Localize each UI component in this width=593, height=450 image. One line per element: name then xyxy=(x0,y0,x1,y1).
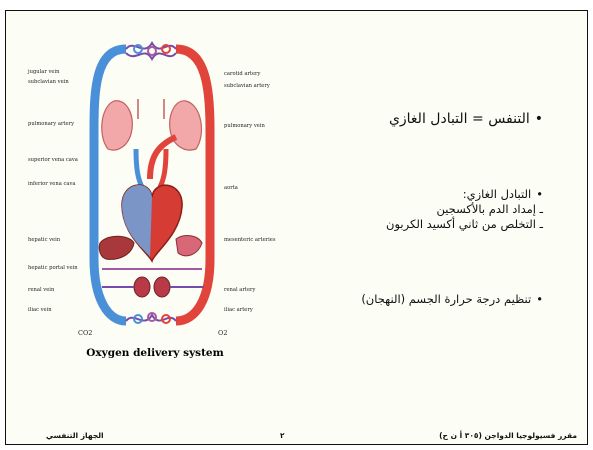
label-carotid-artery: carotid artery xyxy=(224,71,261,77)
label-renal-vein: renal vein xyxy=(28,287,55,293)
bullet-gas-exchange-title: • التبادل الغازي: xyxy=(386,187,543,201)
bullet-respiration: • التنفس = التبادل الغازي xyxy=(389,111,543,127)
label-subclavian-vein: subclavian vein xyxy=(28,79,69,85)
kidney-left xyxy=(134,277,150,297)
kidney-right xyxy=(154,277,170,297)
label-superior-vena-cava: superior vena cava xyxy=(28,157,78,163)
vena-cava xyxy=(136,149,142,187)
label-aorta: aorta xyxy=(224,185,238,191)
bullet-respiration-text: التنفس = التبادل الغازي xyxy=(389,111,530,127)
label-hepatic-vein: hepatic vein xyxy=(28,237,61,243)
bullet-thermoregulation: • تنظيم درجة حرارة الجسم (النهجان) xyxy=(361,292,543,306)
slide-footer: الجهاز التنفسي ٢ مقرر فسيولوجيا الدواجن … xyxy=(6,431,587,444)
bullet-thermoregulation-text: تنظيم درجة حرارة الجسم (النهجان) xyxy=(361,292,531,306)
footer-section-title: الجهاز التنفسي xyxy=(46,431,104,440)
label-hepatic-portal-vein: hepatic portal vein xyxy=(28,265,78,271)
label-subclavian-artery: subclavian artery xyxy=(224,83,270,89)
circulatory-diagram-svg: jugular vein subclavian vein pulmonary a… xyxy=(26,29,284,341)
label-iliac-vein: iliac vein xyxy=(28,307,52,313)
bullet-dot: • xyxy=(536,292,543,306)
label-co2: CO2 xyxy=(78,329,92,337)
figure-caption: Oxygen delivery system xyxy=(26,347,284,359)
vein-loop xyxy=(94,49,126,321)
lung-right xyxy=(170,101,202,150)
label-inferior-vena-cava: inferior vena cava xyxy=(28,181,76,187)
slide: jugular vein subclavian vein pulmonary a… xyxy=(5,10,588,445)
capillary-bed-bottom xyxy=(126,313,176,323)
footer-course-title: مقرر فسيولوجيا الدواجن (٣٠٥ أ ن ح) xyxy=(439,431,577,440)
sub-bullet-oxygen: ـ إمداد الدم بالأكسجين xyxy=(386,202,543,216)
label-iliac-artery: iliac artery xyxy=(224,307,253,313)
bullet-dot: • xyxy=(535,111,543,127)
bullet-gas-exchange: •التبادل الغازي: ـ إمداد الدم بالأكسجين … xyxy=(386,186,543,231)
bronchi xyxy=(138,99,164,119)
footer-page-number: ٢ xyxy=(280,431,285,440)
sub-bullet-co2: ـ التخلص من ثاني أكسيد الكربون xyxy=(386,217,543,231)
artery-loop xyxy=(176,49,210,321)
label-o2: O2 xyxy=(218,329,227,337)
pulmonary-vein xyxy=(160,149,166,187)
circulatory-diagram: jugular vein subclavian vein pulmonary a… xyxy=(26,29,284,341)
lung-left xyxy=(102,101,133,150)
liver xyxy=(99,236,134,259)
label-renal-artery: renal artery xyxy=(224,287,255,293)
bullet-gas-exchange-title-text: التبادل الغازي: xyxy=(463,187,531,201)
label-jugular-vein: jugular vein xyxy=(27,69,60,75)
label-pulmonary-vein: pulmonary vein xyxy=(224,123,266,129)
bullet-dot: • xyxy=(536,187,543,201)
intestines xyxy=(176,236,202,256)
label-pulmonary-artery: pulmonary artery xyxy=(28,121,74,127)
label-mesenteric-arteries: mesenteric arteries xyxy=(224,237,276,243)
capillary-bed-top xyxy=(126,43,176,59)
